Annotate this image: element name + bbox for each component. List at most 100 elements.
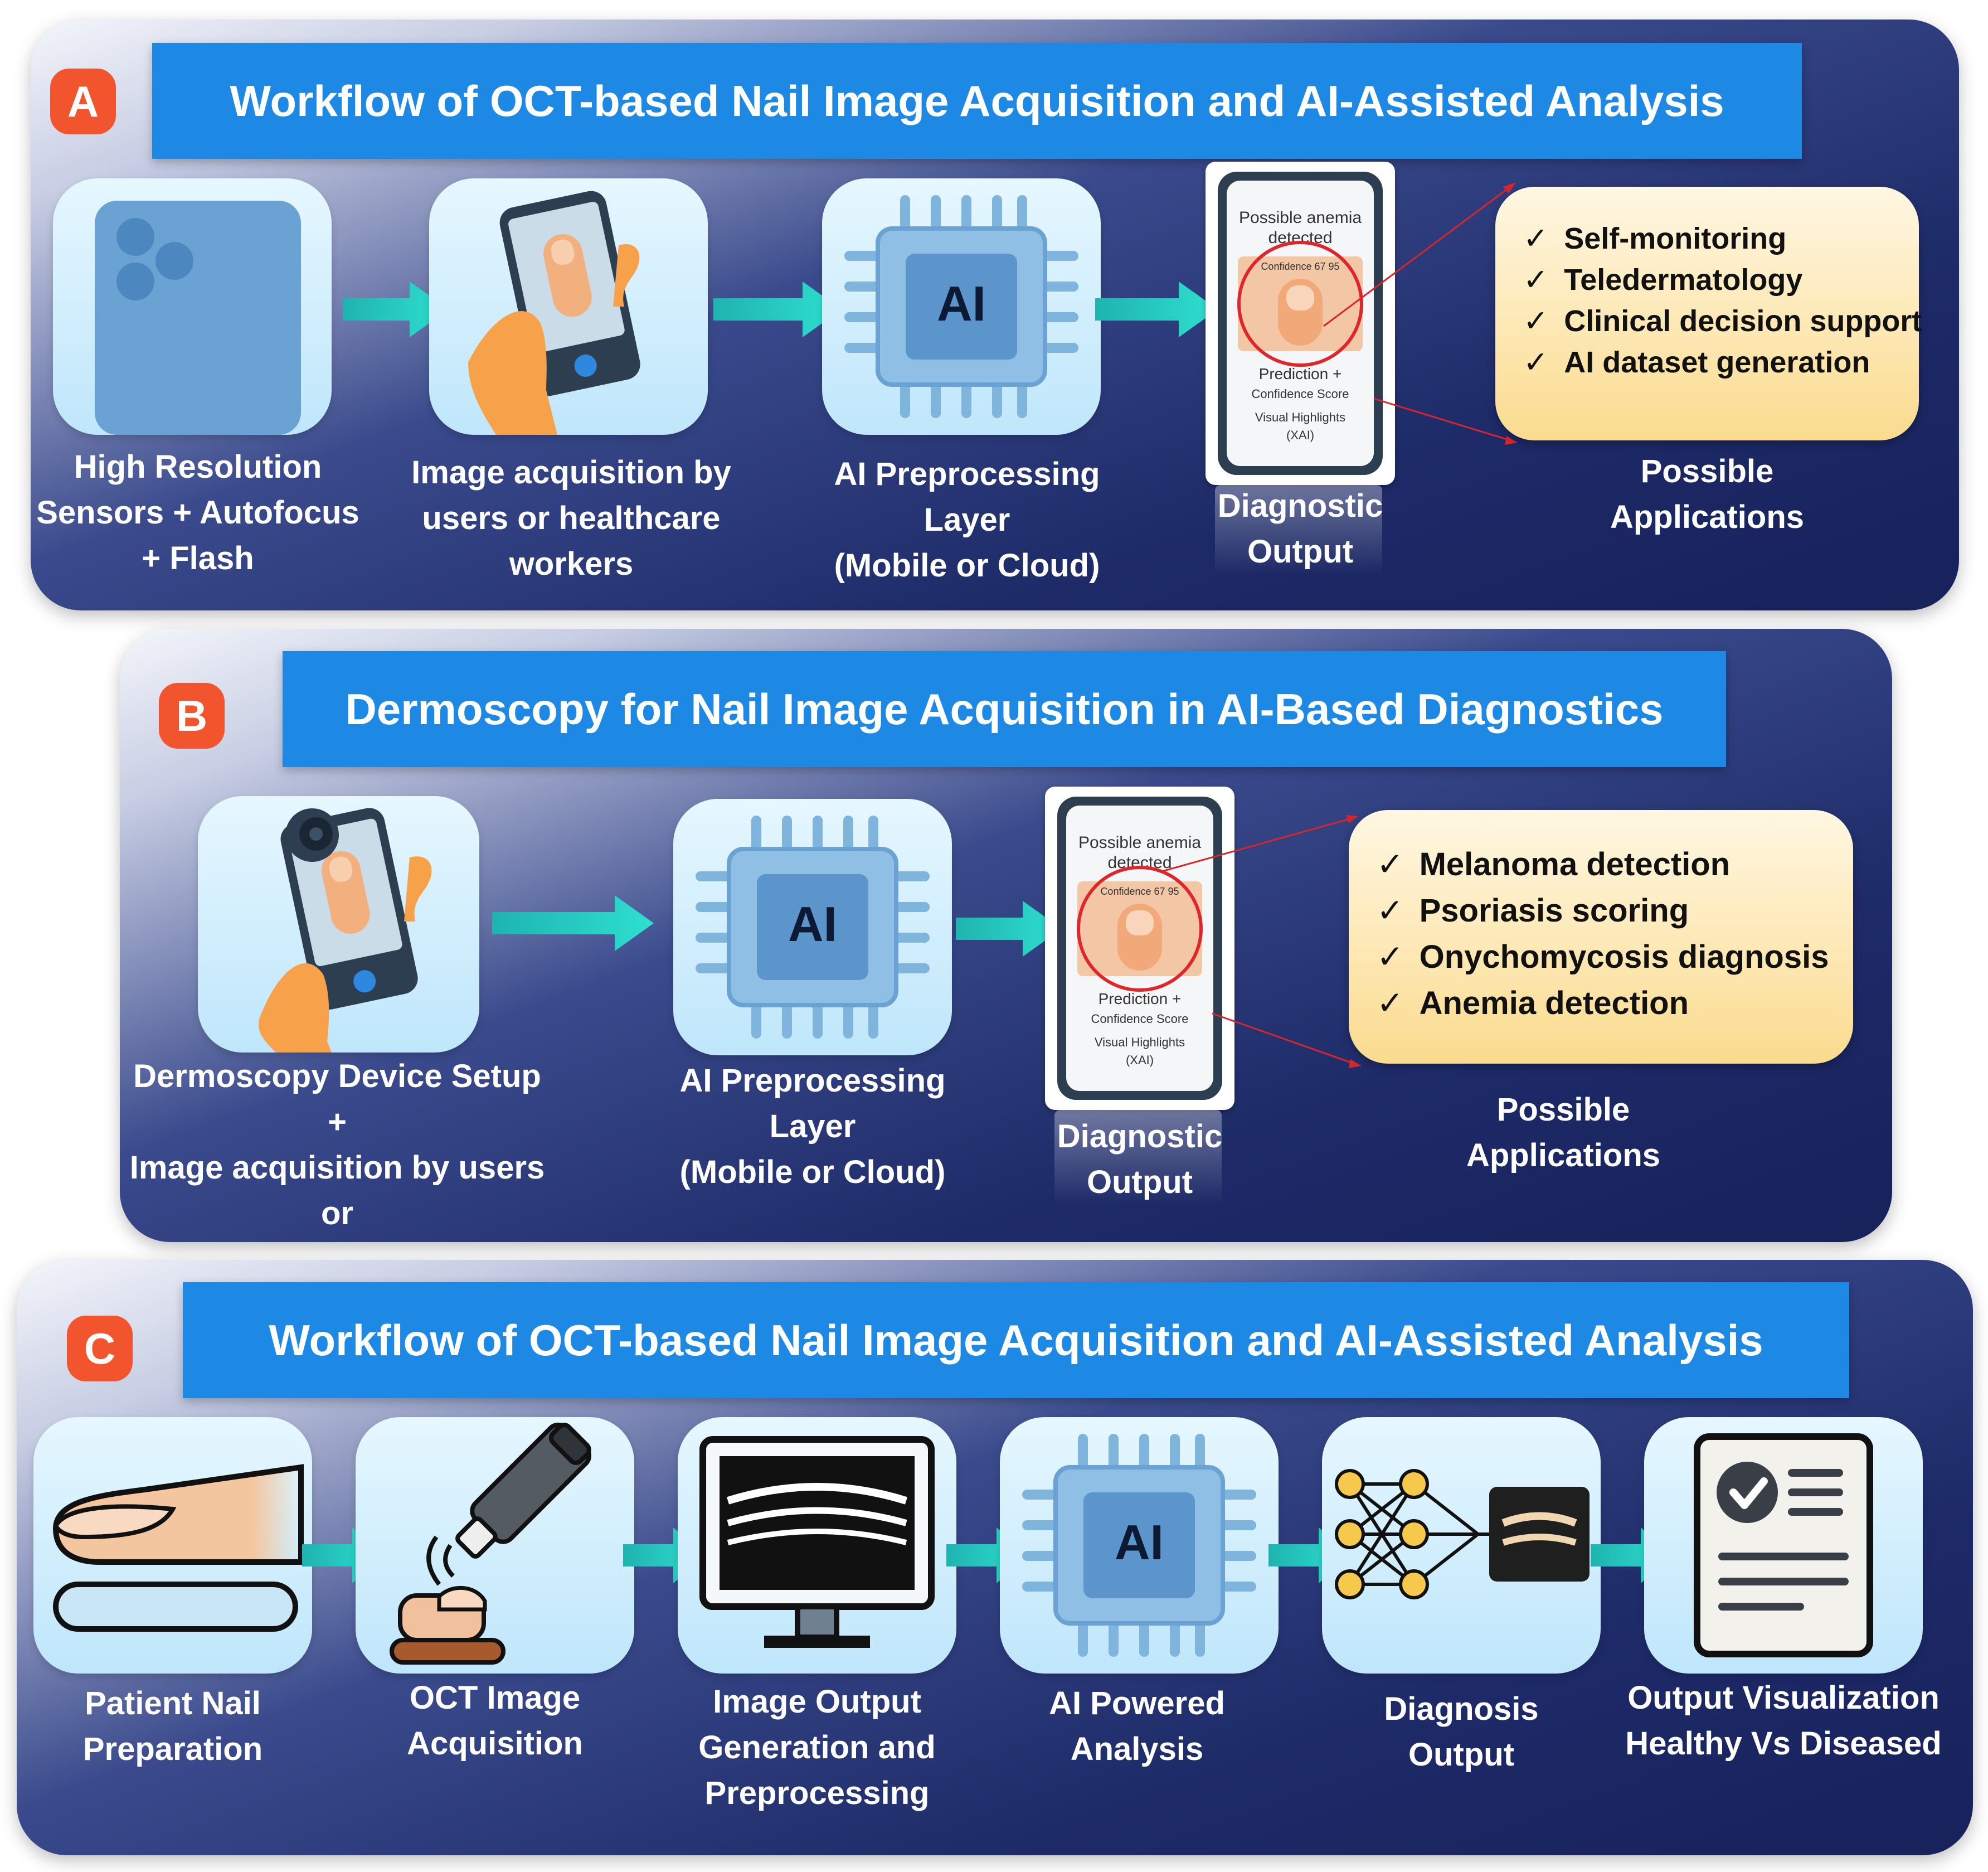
diagnostic-phone-icon: Possible anemia detected Confidence 67 9… xyxy=(1057,797,1222,1100)
app-item: ✓ Psoriasis scoring xyxy=(1377,887,1853,934)
panel-b-step2-label: AI Preprocessing Layer (Mobile or Cloud) xyxy=(679,1063,946,1190)
monitor-oct-icon xyxy=(699,1436,935,1648)
app-item: ✓ Clinical decision support xyxy=(1523,300,1922,342)
panel-b-arrow-2 xyxy=(956,901,1062,957)
panel-a-step1-tile xyxy=(53,178,332,435)
oct-probe-icon xyxy=(390,1422,591,1665)
panel-a-arrow-2 xyxy=(713,282,842,337)
panel-b-badge: B xyxy=(159,683,225,749)
report-check-icon xyxy=(1694,1433,1873,1657)
check-icon: ✓ xyxy=(1377,845,1404,883)
app-item-text: Psoriasis scoring xyxy=(1419,893,1689,929)
ai-chip-text: AI xyxy=(937,276,986,331)
ai-chip-icon: AI xyxy=(844,195,1078,418)
phone-confidence: Confidence 67 95 xyxy=(1100,886,1179,897)
panel-c-step2-label: OCT Image Acquisition xyxy=(407,1680,583,1762)
ai-chip-icon: AI xyxy=(696,816,930,1039)
panel-b-step1-label: Dermoscopy Device Setup + Image acquisit… xyxy=(129,1058,545,1242)
panel-b-step2-tile: AI xyxy=(673,799,952,1055)
check-icon: ✓ xyxy=(1377,984,1404,1022)
ai-chip-text: AI xyxy=(1115,1515,1164,1570)
panel-a-step2-tile xyxy=(429,178,708,435)
app-item-text: Anemia detection xyxy=(1419,985,1689,1021)
panel-b-diagnostic-phone: Possible anemia detected Confidence 67 9… xyxy=(1045,787,1234,1110)
dermoscope-phone-icon xyxy=(259,808,432,1053)
app-item: ✓ Melanoma detection xyxy=(1377,841,1853,887)
panel-c-badge: C xyxy=(67,1316,133,1381)
panel-a-applications-label: Possible Applications xyxy=(1610,453,1805,535)
panel-a-arrow-1 xyxy=(343,282,449,337)
phone-line1: Possible anemia xyxy=(1078,833,1201,852)
phone-pred4: (XAI) xyxy=(1286,428,1314,442)
neural-network-icon xyxy=(1335,1469,1590,1599)
check-icon: ✓ xyxy=(1523,345,1549,380)
check-icon: ✓ xyxy=(1523,303,1549,338)
panel-c-step2-tile xyxy=(356,1417,634,1674)
panel-a-title: Workflow of OCT-based Nail Image Acquisi… xyxy=(152,43,1802,159)
app-item-text: Clinical decision support xyxy=(1564,304,1922,338)
phone-line1: Possible anemia xyxy=(1239,208,1362,227)
panel-a: A Workflow of OCT-based Nail Image Acqui… xyxy=(31,20,1959,610)
panel-b-phone-reflection xyxy=(1054,1110,1222,1205)
panel-b-step3-label: Diagnostic Output xyxy=(1057,1118,1223,1200)
panel-a-applications-box: ✓ Self-monitoring ✓ Teledermatology ✓ Clini… xyxy=(1495,187,1922,440)
hand-phone-icon xyxy=(468,191,640,435)
app-item-text: Self-monitoring xyxy=(1564,222,1787,255)
phone-pred2: Confidence Score xyxy=(1091,1012,1189,1026)
panel-c-step3-tile xyxy=(678,1417,956,1674)
app-item: ✓ Onychomycosis diagnosis xyxy=(1377,934,1853,980)
finger-nail-icon xyxy=(52,1464,304,1632)
app-item-text: Onychomycosis diagnosis xyxy=(1419,939,1829,975)
panel-b-step1-tile xyxy=(198,796,479,1053)
panel-b-applications-box: ✓ Melanoma detection ✓ Psoriasis scoring ✓… xyxy=(1349,810,1853,1064)
app-item: ✓ AI dataset generation xyxy=(1523,342,1919,383)
panel-b-applications-label: Possible Applications xyxy=(1466,1092,1661,1173)
panel-a-step3-tile: AI xyxy=(822,178,1101,435)
panel-a-step4-label: Diagnostic Output xyxy=(1217,488,1383,570)
panel-a-badge: A xyxy=(50,69,116,134)
panel-c-title: Workflow of OCT-based Nail Image Acquisi… xyxy=(183,1282,1849,1398)
check-icon: ✓ xyxy=(1523,221,1549,256)
check-icon: ✓ xyxy=(1377,891,1404,929)
check-icon: ✓ xyxy=(1523,262,1549,297)
panel-c-step1-tile xyxy=(33,1417,312,1674)
phone-pred3: Visual Highlights xyxy=(1095,1035,1185,1049)
panel-a-pointer-lines xyxy=(1323,182,1518,445)
panel-a-arrow-3 xyxy=(1095,282,1218,337)
panel-c-step3-label: Image Output Generation and Preprocessin… xyxy=(698,1684,936,1811)
panel-a-phone-reflection xyxy=(1215,485,1382,574)
app-item-text: Teledermatology xyxy=(1564,263,1803,297)
phone-pred3: Visual Highlights xyxy=(1255,410,1345,424)
panel-c-step4-tile: AI xyxy=(1000,1417,1279,1674)
panel-c-step5-label: Diagnosis Output xyxy=(1384,1691,1539,1773)
panel-a-step2-label: Image acquisition by users or healthcare… xyxy=(411,454,731,582)
panel-a-diagnostic-phone: Possible anemia detected Confidence 67 9… xyxy=(1206,162,1395,485)
phone-confidence: Confidence 67 95 xyxy=(1261,261,1339,272)
phone-pred1: Prediction + xyxy=(1259,365,1342,382)
phone-pred4: (XAI) xyxy=(1126,1053,1154,1067)
panel-a-step1-label: High Resolution Sensors + Autofocus + Fl… xyxy=(36,449,359,576)
app-item-text: Melanoma detection xyxy=(1419,846,1731,882)
panel-c-step5-tile xyxy=(1322,1417,1601,1674)
ai-chip-text: AI xyxy=(788,896,837,952)
panel-b-pointer-lines xyxy=(1161,815,1362,1068)
panel-c-step6-tile xyxy=(1644,1417,1923,1674)
phone-camera-back-icon xyxy=(95,201,301,435)
phone-pred1: Prediction + xyxy=(1098,990,1182,1007)
app-item: ✓ Self-monitoring xyxy=(1523,218,1919,259)
panel-c-step1-label: Patient Nail Preparation xyxy=(82,1685,263,1767)
panel-a-step3-label: AI Preprocessing Layer (Mobile or Cloud) xyxy=(834,456,1100,584)
phone-pred2: Confidence Score xyxy=(1252,387,1349,401)
panel-b: B Dermoscopy for Nail Image Acquisition … xyxy=(120,629,1892,1242)
ai-chip-icon: AI xyxy=(1022,1434,1256,1657)
panel-b-arrow-1 xyxy=(492,895,654,951)
diagnostic-phone-icon: Possible anemia detected Confidence 67 9… xyxy=(1218,172,1383,475)
panel-c: C Workflow of OCT-based Nail Image Acqui… xyxy=(17,1260,1973,1855)
panel-c-step4-label: AI Powered Analysis xyxy=(1049,1685,1225,1767)
check-icon: ✓ xyxy=(1377,938,1404,976)
app-item-text: AI dataset generation xyxy=(1564,346,1870,379)
panel-c-step6-label: Output Visualization Healthy Vs Diseased xyxy=(1625,1680,1942,1762)
app-item: ✓ Teledermatology xyxy=(1523,259,1919,300)
app-item: ✓ Anemia detection xyxy=(1377,980,1853,1026)
panel-b-title: Dermoscopy for Nail Image Acquisition in… xyxy=(283,651,1726,767)
